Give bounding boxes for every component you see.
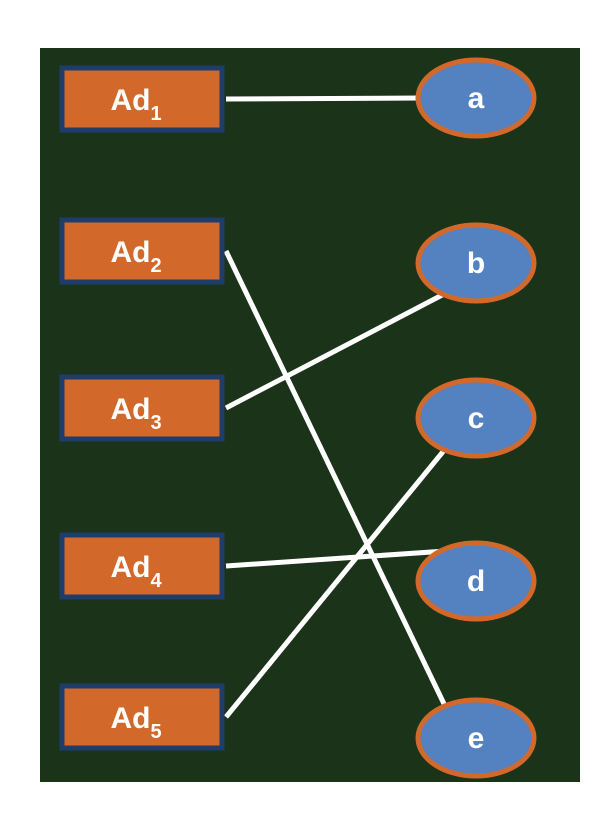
edge-ad5-c: [224, 446, 448, 719]
node-label: b: [467, 247, 485, 280]
node-ellipse: [415, 57, 537, 139]
edge-ad4-d: [225, 548, 447, 569]
ad-label-subscript: 4: [150, 570, 162, 592]
node-label: a: [468, 82, 485, 115]
ad-box-2: Ad2: [59, 217, 225, 285]
ad-label-base: Ad: [110, 236, 150, 269]
ad-label: Ad4: [110, 551, 162, 592]
node-d: d: [415, 540, 537, 622]
ad-label-base: Ad: [110, 551, 150, 584]
edge-ad3-b: [224, 290, 448, 411]
ad-label-base: Ad: [110, 702, 150, 735]
nodes-layer: a b c d e: [415, 57, 537, 779]
ad-box-rect: [59, 683, 225, 751]
edge-ad2-e: [223, 249, 449, 710]
ad-label-subscript: 1: [150, 103, 161, 125]
ad-box-1: Ad1: [59, 65, 225, 133]
ad-label-subscript: 2: [150, 255, 161, 277]
edge-ad1-a: [225, 95, 423, 102]
node-a: a: [415, 57, 537, 139]
node-ellipse: [415, 697, 537, 779]
ad-label: Ad2: [110, 236, 161, 277]
ad-box-3: Ad3: [59, 374, 225, 442]
ad-label: Ad5: [110, 702, 161, 743]
ad-label: Ad1: [110, 84, 161, 125]
node-label: c: [468, 402, 485, 435]
node-c: c: [415, 377, 537, 459]
ad-box-rect: [59, 374, 225, 442]
ad-label-base: Ad: [110, 84, 150, 117]
node-label: d: [467, 565, 485, 598]
ad-box-4: Ad4: [59, 532, 225, 600]
ad-label-subscript: 5: [150, 721, 161, 743]
node-ellipse: [415, 377, 537, 459]
ad-label-subscript: 3: [150, 412, 161, 434]
ad-box-rect: [59, 65, 225, 133]
node-label: e: [468, 722, 485, 755]
ad-box-rect: [59, 217, 225, 285]
edges-layer: [223, 95, 449, 719]
ad-label-base: Ad: [110, 393, 150, 426]
node-ellipse: [415, 222, 537, 304]
node-e: e: [415, 697, 537, 779]
ad-box-5: Ad5: [59, 683, 225, 751]
node-b: b: [415, 222, 537, 304]
node-ellipse: [415, 540, 537, 622]
ad-box-rect: [59, 532, 225, 600]
ad-label: Ad3: [110, 393, 161, 434]
